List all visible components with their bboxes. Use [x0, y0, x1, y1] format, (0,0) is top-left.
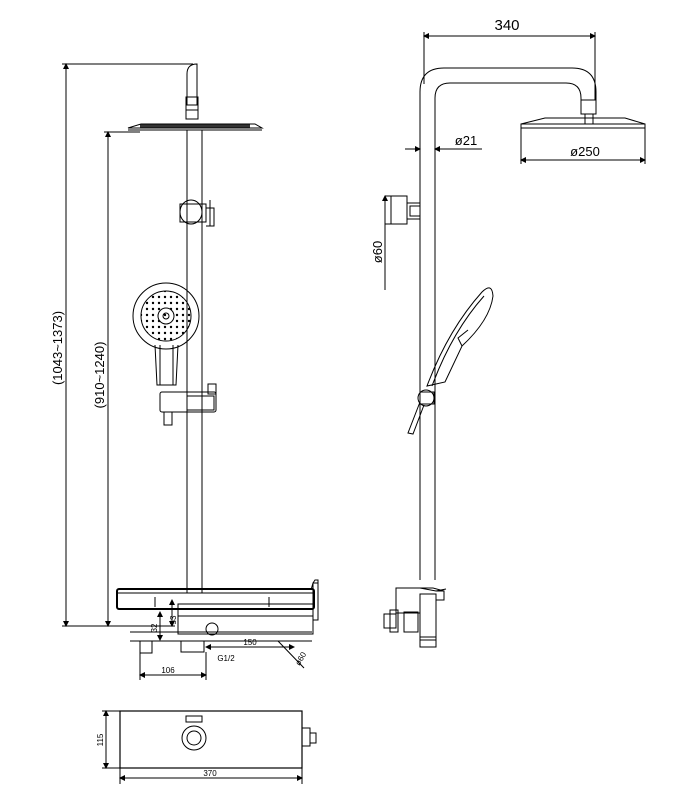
- side-hand-shower: [426, 287, 494, 387]
- slide-height-label: (910~1240): [92, 342, 107, 409]
- hand-shower-head: [132, 282, 200, 350]
- side-bracket: [390, 195, 408, 225]
- head-dia-label: ø250: [570, 144, 600, 159]
- side-riser-inner: [434, 82, 582, 580]
- dia-60-label: ø60: [293, 650, 308, 667]
- side-hose: [407, 401, 425, 435]
- hand-shower-handle: [154, 344, 179, 386]
- front-view: [62, 63, 319, 680]
- dim-32-label: 32: [150, 623, 159, 632]
- hose: [163, 412, 173, 426]
- arm-length-label: 340: [494, 17, 519, 34]
- top-shelf: [119, 710, 303, 769]
- dim-150-label: 150: [243, 638, 257, 647]
- top-view: [102, 710, 317, 784]
- slide-holder: [159, 391, 217, 413]
- bracket-dia-label: ø60: [370, 241, 385, 263]
- overall-height-label: (1043~1373): [50, 311, 65, 385]
- head-connector: [185, 96, 199, 120]
- dim-106-label: 106: [161, 666, 175, 675]
- top-depth-label: 115: [96, 733, 105, 746]
- top-outlet: [181, 725, 207, 751]
- side-rain-head: [520, 117, 646, 125]
- side-riser-outer: [419, 67, 597, 580]
- pipe-dia-label: ø21: [455, 133, 477, 148]
- riser-top-bend: [186, 63, 198, 105]
- dim-53-label: 53: [169, 615, 178, 624]
- side-view: [382, 32, 646, 648]
- thread-label: G1/2: [217, 654, 235, 663]
- mixer-lower-body: [177, 603, 314, 635]
- shelf-body: [116, 588, 315, 610]
- top-width-label: 370: [203, 769, 217, 778]
